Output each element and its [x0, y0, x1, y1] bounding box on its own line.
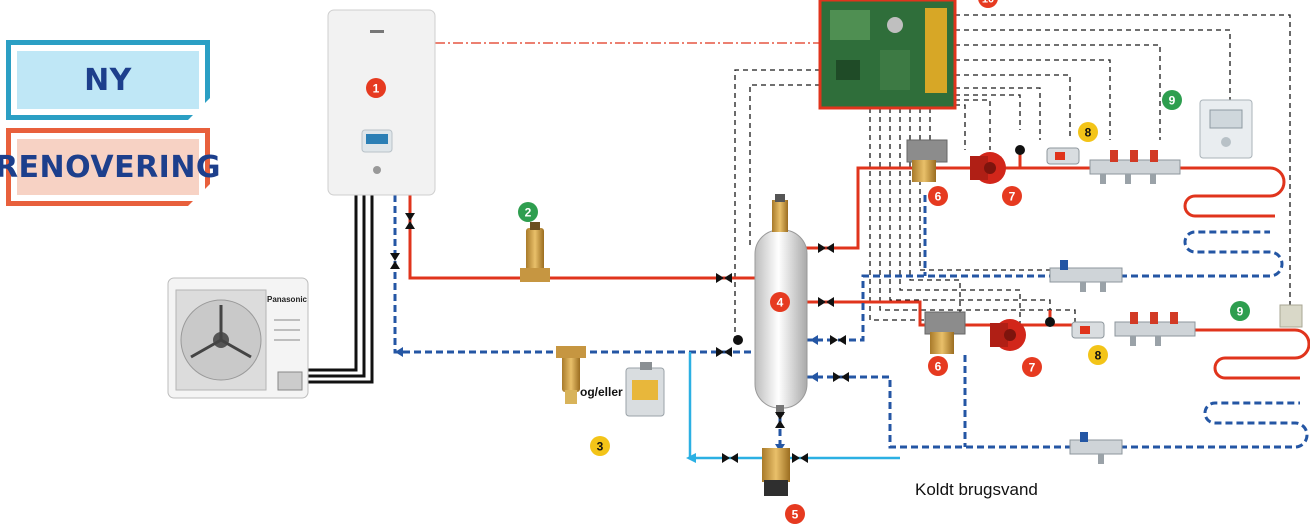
control-wiring: [734, 14, 1291, 340]
badge-4: 4: [770, 292, 790, 312]
manifold-return-lower: [1069, 432, 1123, 464]
badge-1-circle: [366, 78, 386, 98]
tag-corner: [188, 184, 210, 206]
badge-2-circle: [518, 202, 538, 222]
tag-corner: [188, 98, 210, 120]
badge-9-lower: 9: [1230, 301, 1250, 321]
badge-8-lower-number: 8: [1095, 349, 1102, 363]
badge-9-lower-number: 9: [1237, 305, 1244, 319]
flow-meter-lower: [1071, 321, 1105, 339]
new-installation-tag: NY: [6, 40, 210, 120]
badge-8-upper-circle: [1078, 122, 1098, 142]
cold-water-arrow: [686, 453, 696, 463]
manifold-return-upper: [1049, 260, 1123, 292]
badge-1: 1: [366, 78, 386, 98]
badge-9-upper: 9: [1162, 90, 1182, 110]
badge-10-circle: [978, 0, 998, 8]
mixing-valve-upper: [906, 139, 948, 182]
badge-6-lower-circle: [928, 356, 948, 376]
badge-5-circle: [785, 504, 805, 524]
dirt-separator: [520, 222, 550, 282]
control-board: [818, 0, 957, 110]
manifold-supply-lower: [1114, 312, 1196, 346]
manifold-supply-upper: [1089, 150, 1181, 184]
renovation-label: RENOVERING: [0, 139, 221, 195]
badge-7-upper: 7: [1002, 186, 1022, 206]
badge-8-lower: 8: [1088, 345, 1108, 365]
badge-8-upper-number: 8: [1085, 126, 1092, 140]
badge-6-upper: 6: [928, 186, 948, 206]
badge-6-lower: 6: [928, 356, 948, 376]
badge-5: 5: [785, 504, 805, 524]
badge-7-lower-number: 7: [1029, 361, 1036, 375]
buffer-tank: [754, 194, 808, 415]
magnetic-filter: [556, 346, 586, 404]
floor-heating-loop-upper: [1180, 166, 1286, 218]
outdoor-unit: Panasonic: [167, 277, 309, 399]
badge-3: 3: [590, 436, 610, 456]
badge-2: 2: [518, 202, 538, 222]
badge-8-lower-circle: [1088, 345, 1108, 365]
mixing-valve-lower: [924, 311, 966, 354]
badge-1-number: 1: [373, 82, 380, 96]
badge-10-number: 10: [982, 0, 994, 6]
sensor-dots: [733, 145, 1055, 345]
badge-5-number: 5: [792, 508, 799, 522]
renovation-tag: RENOVERING: [0, 128, 221, 206]
brand-logo: Panasonic: [267, 295, 308, 304]
indoor-unit: [327, 9, 436, 196]
badge-10: 10: [978, 0, 998, 8]
shutoff-valves: [390, 213, 849, 463]
flow-meter-upper: [1046, 147, 1080, 165]
floor-heating-loop-lower: [1190, 328, 1310, 380]
badge-6-lower-number: 6: [935, 360, 942, 374]
badge-3-circle: [590, 436, 610, 456]
outdoor-unit-connections: [300, 195, 374, 384]
badge-6-upper-number: 6: [935, 190, 942, 204]
circulation-pump-upper: [970, 152, 1006, 184]
badge-7-lower-circle: [1022, 357, 1042, 377]
inhibitor-canister: [625, 362, 665, 417]
badge-9-lower-circle: [1230, 301, 1250, 321]
badge-8-upper: 8: [1078, 122, 1098, 142]
badge-7-upper-circle: [1002, 186, 1022, 206]
badge-6-upper-circle: [928, 186, 948, 206]
badge-4-circle: [770, 292, 790, 312]
og-eller-label: og/eller: [580, 385, 623, 399]
badge-7-lower: 7: [1022, 357, 1042, 377]
badge-4-number: 4: [777, 296, 784, 310]
mixing-valve-safety-group: [762, 448, 790, 496]
badge-9-upper-circle: [1162, 90, 1182, 110]
badge-2-number: 2: [525, 206, 532, 220]
badge-3-number: 3: [597, 440, 604, 454]
badge-7-upper-number: 7: [1009, 190, 1016, 204]
cold-water-label: Koldt brugsvand: [915, 480, 1038, 499]
circulation-pump-lower: [990, 319, 1026, 351]
badge-9-upper-number: 9: [1169, 94, 1176, 108]
room-thermostat-lower: [1279, 304, 1303, 328]
new-installation-label: NY: [17, 51, 199, 109]
room-thermostat-upper: [1199, 99, 1253, 159]
